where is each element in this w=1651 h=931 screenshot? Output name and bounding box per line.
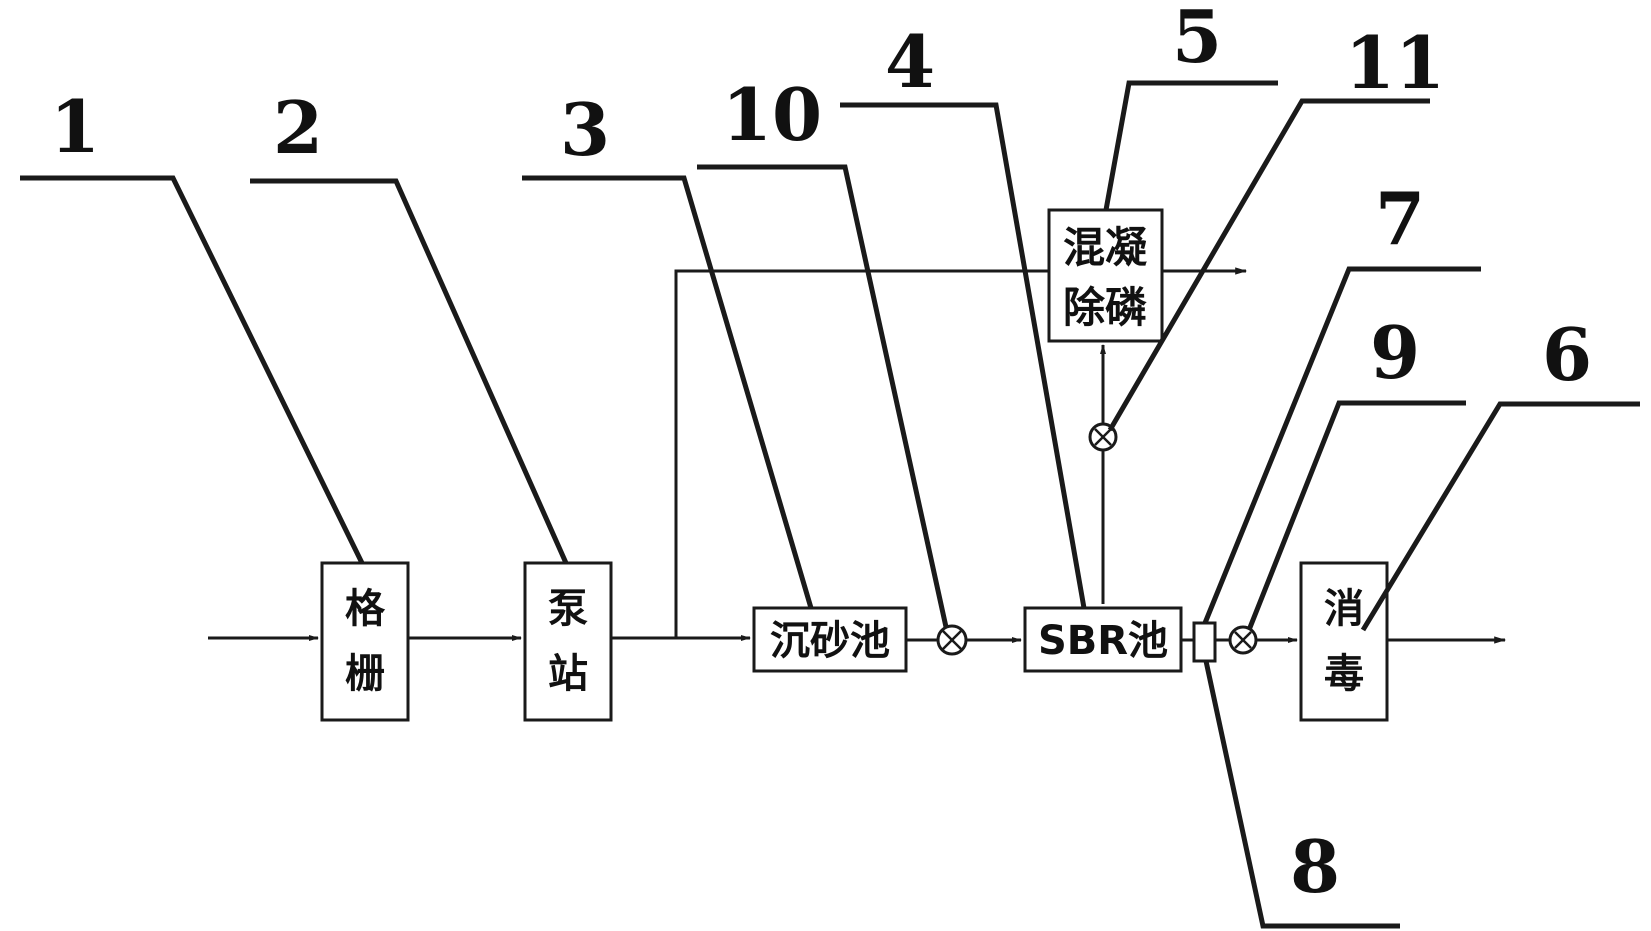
unit-coag-phosphorus: 混凝 除磷 [1047,208,1164,343]
coag-label-line1: 混凝 [1063,223,1147,272]
valve-10 [936,624,968,656]
unit-grit-chamber: 沉砂池 [752,606,908,673]
leader-8 [1203,660,1400,929]
leader-9 [1246,400,1466,631]
leader-7 [1202,266,1481,624]
callout-4: 4 [885,19,935,104]
leader-6 [1360,401,1640,632]
leader-4 [840,102,1087,609]
leader-11 [1107,98,1430,432]
callout-11: 11 [1345,20,1445,105]
leader-lines [20,80,1640,929]
grille-label-line1: 格 [345,586,386,632]
grille-label-line2: 栅 [345,651,385,697]
disinfection-label-line1: 消 [1324,586,1364,632]
pump-label-line1: 泵 [548,586,588,632]
disinfection-label-line2: 毒 [1324,651,1364,697]
unit-pump-station: 泵 站 [523,561,613,722]
callout-7: 7 [1375,176,1425,261]
callout-2: 2 [273,85,323,170]
valve-9 [1228,625,1258,655]
sbr-tank-label: SBR池 [1038,618,1168,664]
unit-disinfection: 消 毒 [1299,561,1389,722]
callout-8: 8 [1290,824,1340,909]
leader-3 [522,175,814,609]
callout-5: 5 [1172,0,1222,79]
leader-10 [697,164,949,628]
leader-5 [1103,80,1278,211]
unit-grille: 格 栅 [320,561,410,722]
grit-chamber-label: 沉砂池 [770,618,890,664]
callout-3: 3 [560,87,610,172]
callout-1: 1 [50,84,100,169]
coag-label-line2: 除磷 [1063,283,1147,332]
callout-10: 10 [722,72,822,157]
pump-label-line2: 站 [548,651,588,697]
callout-numbers: 1 2 3 10 4 5 11 7 9 6 8 [50,0,1592,909]
valve-11 [1088,422,1118,452]
decanter [1192,621,1217,663]
leader-2 [250,178,569,565]
unit-sbr-tank: SBR池 [1023,606,1183,673]
leader-1 [20,175,365,565]
callout-9: 9 [1370,310,1420,395]
callout-6: 6 [1542,312,1592,397]
